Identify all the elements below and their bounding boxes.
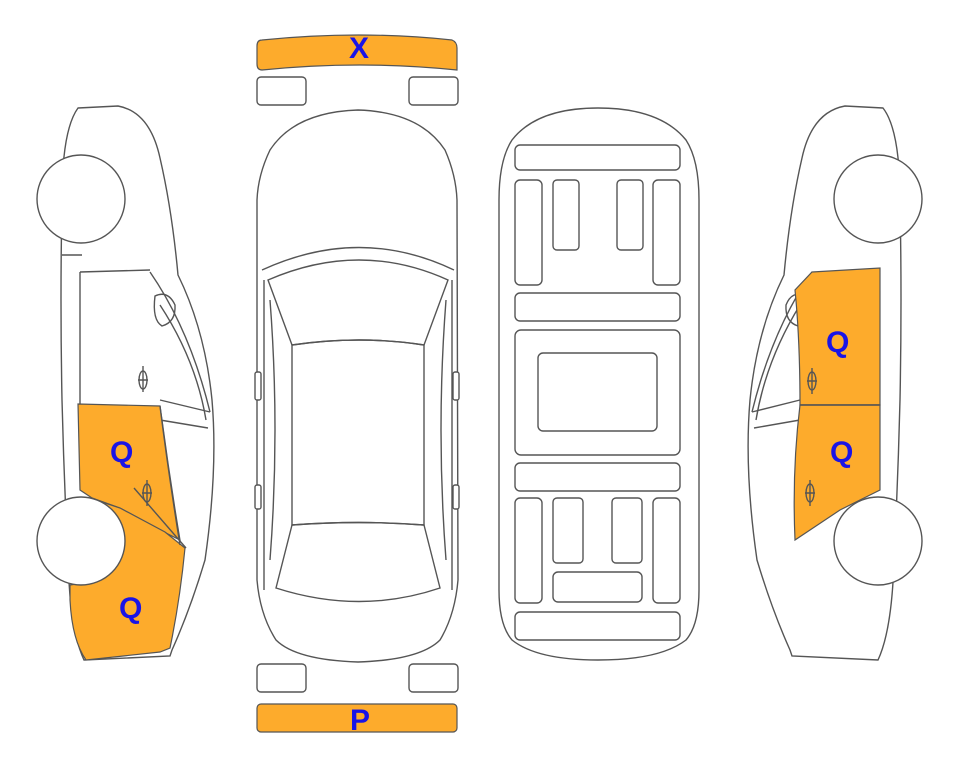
left-side-view: Q Q: [36, 105, 215, 661]
under-front-left-pod: [552, 179, 580, 251]
top-left-mirror: [254, 371, 262, 401]
under-mid-front-bar: [514, 292, 681, 322]
under-rear-crossmember: [514, 611, 681, 641]
under-front-right-rail: [652, 179, 681, 286]
right-front-door-label: Q: [830, 436, 853, 469]
under-rear-right-pod: [611, 497, 643, 564]
under-mid-rear-bar: [514, 462, 681, 492]
right-rear-door-label: Q: [826, 326, 849, 359]
under-front-right-pod: [616, 179, 644, 251]
hood-line: [261, 246, 455, 271]
right-rear-wheel: [833, 496, 923, 586]
front-bumper: [256, 34, 458, 71]
front-right-light: [408, 76, 459, 106]
left-window-sill: [159, 399, 211, 429]
under-rear-left-pod: [552, 497, 584, 564]
rear-left-light: [256, 663, 307, 693]
left-rear-quarter-label: Q: [119, 592, 142, 625]
front-bumper-label: X: [349, 32, 369, 65]
left-rear-edge: [133, 487, 187, 549]
under-rear-right-rail: [652, 497, 681, 604]
left-windshield-line: [149, 271, 211, 413]
top-right-mirror: [452, 371, 460, 401]
left-rear-wheel: [36, 496, 126, 586]
rear-bumper: [256, 703, 458, 733]
under-center-panel: [537, 352, 658, 432]
front-left-light: [256, 76, 307, 106]
under-rear-left-rail: [514, 497, 543, 604]
right-rear-door-handle-grip: [807, 371, 817, 391]
left-front-door-handle-grip: [138, 370, 148, 390]
left-rear-door-label: Q: [110, 436, 133, 469]
under-front-crossmember: [514, 144, 681, 171]
under-front-left-rail: [514, 179, 543, 286]
top-body-outline: [256, 109, 459, 663]
top-view: X P: [254, 32, 460, 737]
rear-glass: [275, 521, 441, 603]
right-side-view: Q Q: [747, 105, 923, 661]
right-front-door-damage: [793, 404, 881, 542]
under-rear-center: [552, 571, 643, 603]
right-window-sill: [751, 399, 801, 429]
top-left-pillar: [269, 299, 276, 561]
top-right-pillar: [440, 299, 447, 561]
top-right-handle: [452, 484, 460, 510]
top-left-handle: [254, 484, 262, 510]
underside-view: [498, 107, 700, 661]
right-rear-glass-line: [755, 304, 801, 421]
right-front-door-handle-grip: [805, 483, 815, 503]
left-front-wheel: [36, 154, 126, 244]
rear-bumper-label: P: [350, 704, 370, 737]
left-rear-door-line: [159, 405, 181, 546]
left-rear-glass-line: [159, 304, 207, 421]
rear-right-light: [408, 663, 459, 693]
left-mirror: [153, 293, 176, 327]
right-front-wheel: [833, 154, 923, 244]
left-roof-line: [79, 269, 151, 273]
